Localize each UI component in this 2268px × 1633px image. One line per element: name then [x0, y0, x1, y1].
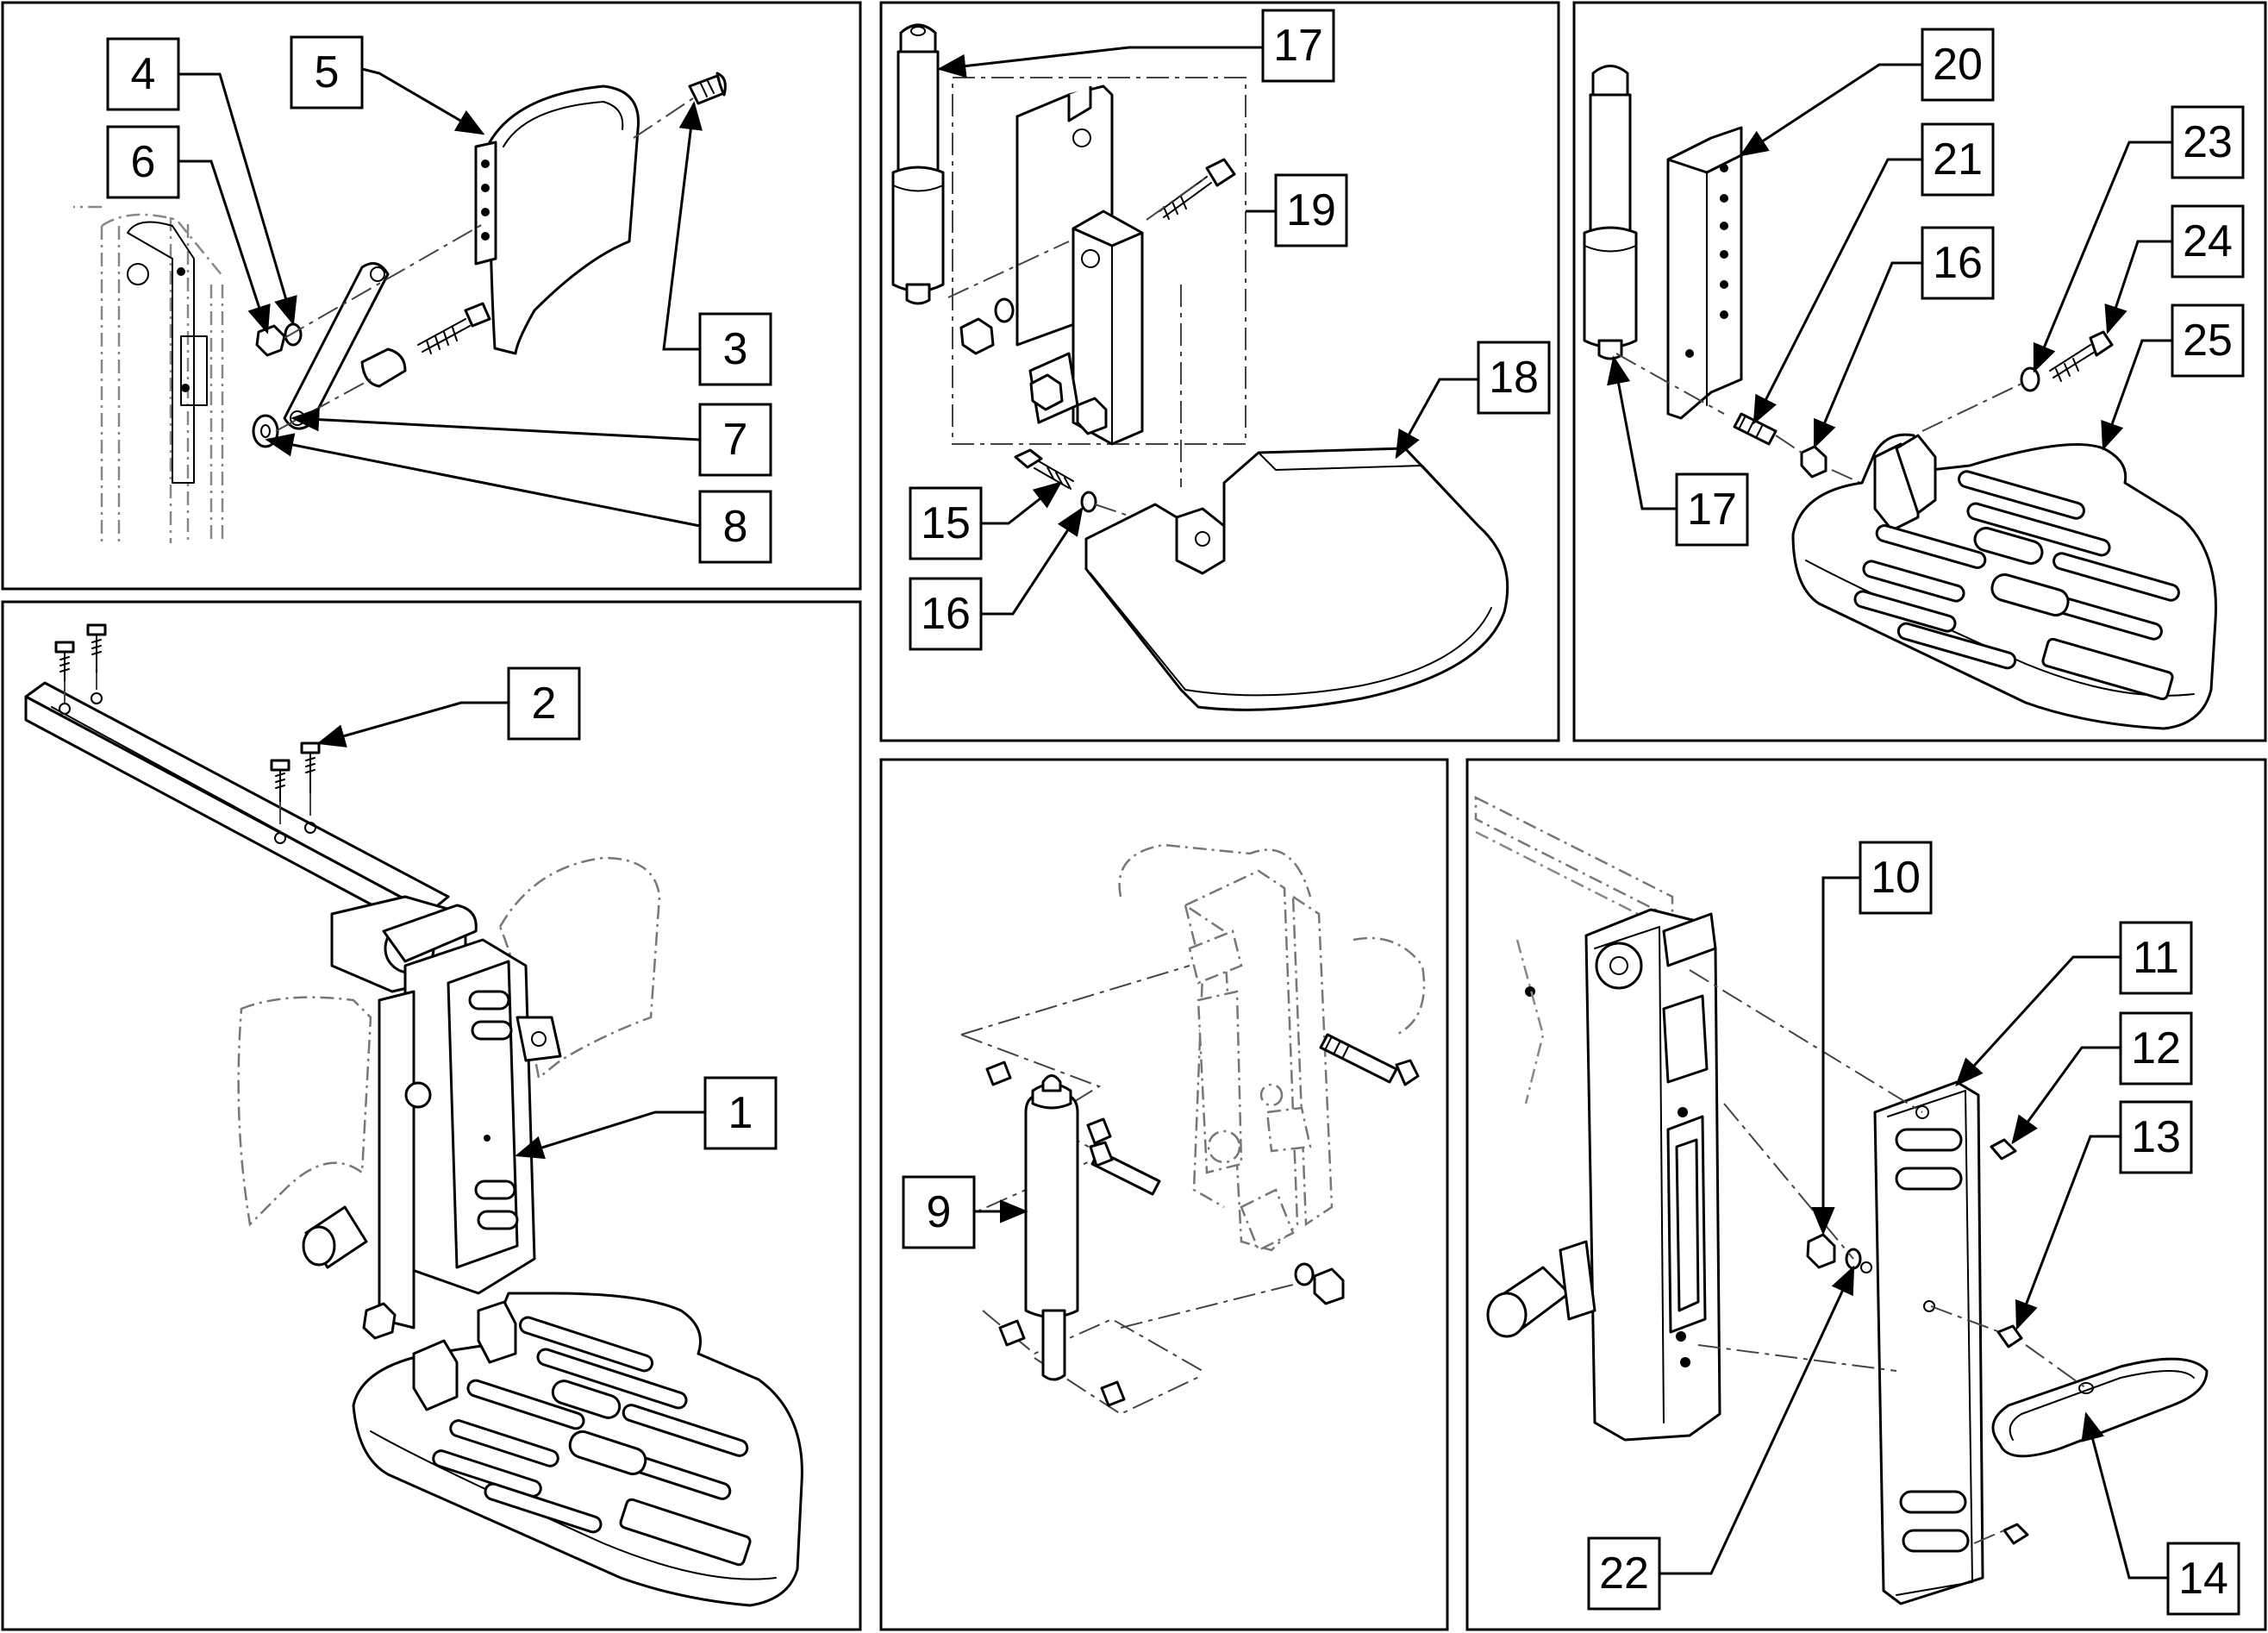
callout-7: 7	[698, 403, 772, 477]
callout-16-a-label: 16	[921, 589, 971, 639]
calf-pad	[488, 84, 640, 355]
aluminum-footplate-drawing	[891, 23, 1509, 711]
callout-14-label: 14	[2178, 1554, 2228, 1604]
callout-17-a: 17	[1261, 9, 1335, 83]
callout-17-a-label: 17	[1273, 21, 1323, 71]
callout-17-b: 17	[1675, 472, 1749, 547]
callout-7-label: 7	[723, 415, 748, 465]
hanger-pin	[899, 23, 937, 53]
callout-10: 10	[1859, 841, 1933, 915]
callout-5: 5	[290, 35, 364, 109]
callout-25: 25	[2171, 303, 2245, 378]
side-plate-drawing	[1474, 795, 2209, 1605]
callout-4: 4	[106, 37, 180, 111]
callout-18-label: 18	[1489, 353, 1539, 403]
calf-strap	[1991, 1357, 2209, 1458]
callout-1: 1	[703, 1076, 778, 1150]
callout-24: 24	[2171, 204, 2245, 278]
callout-5-label: 5	[315, 47, 340, 97]
gas-actuator	[1024, 1092, 1079, 1318]
callout-21: 21	[1921, 122, 1995, 197]
callout-2: 2	[507, 666, 581, 741]
callout-25-label: 25	[2183, 316, 2233, 366]
callout-21-label: 21	[1933, 135, 1983, 185]
callout-22: 22	[1587, 1536, 1661, 1611]
callout-1-label: 1	[728, 1088, 753, 1138]
callout-11: 11	[2119, 921, 2193, 995]
callout-16-a: 16	[909, 577, 983, 651]
callout-2-label: 2	[532, 679, 557, 729]
callout-22-label: 22	[1599, 1549, 1649, 1599]
callout-8-label: 8	[723, 502, 748, 552]
callout-8: 8	[698, 490, 772, 564]
callout-10-label: 10	[1871, 853, 1921, 903]
composite-footplate-drawing	[1583, 65, 2217, 730]
callout-24-label: 24	[2183, 216, 2233, 266]
callout-6-label: 6	[131, 137, 156, 187]
calf-pad-drawing	[73, 72, 727, 543]
callout-19-label: 19	[1286, 185, 1336, 235]
callout-13: 13	[2119, 1100, 2193, 1174]
callout-3-label: 3	[723, 324, 748, 374]
callout-23-label: 23	[2183, 117, 2233, 167]
callout-13-label: 13	[2131, 1112, 2181, 1162]
callout-9-label: 9	[927, 1187, 952, 1237]
callout-9: 9	[902, 1175, 976, 1249]
actuator-drawing	[947, 843, 1426, 1416]
callout-23: 23	[2171, 105, 2245, 179]
callout-4-label: 4	[131, 49, 156, 99]
callout-11-label: 11	[2133, 933, 2179, 983]
callout-16-b: 16	[1921, 226, 1995, 300]
callout-20: 20	[1921, 28, 1995, 102]
callout-12-label: 12	[2131, 1023, 2181, 1073]
callout-12: 12	[2119, 1011, 2193, 1086]
callout-18: 18	[1477, 341, 1551, 415]
callout-14: 14	[2166, 1542, 2240, 1616]
callout-6: 6	[106, 125, 180, 199]
legrest-assembly-drawing	[24, 623, 803, 1607]
callout-19: 19	[1274, 173, 1348, 247]
callout-17-b-label: 17	[1687, 485, 1737, 535]
callout-15: 15	[909, 486, 983, 560]
callout-3: 3	[698, 312, 772, 386]
callout-20-label: 20	[1933, 40, 1983, 90]
callout-leaders	[178, 46, 2172, 1580]
callout-16-b-label: 16	[1933, 238, 1983, 288]
callout-15-label: 15	[921, 498, 971, 548]
